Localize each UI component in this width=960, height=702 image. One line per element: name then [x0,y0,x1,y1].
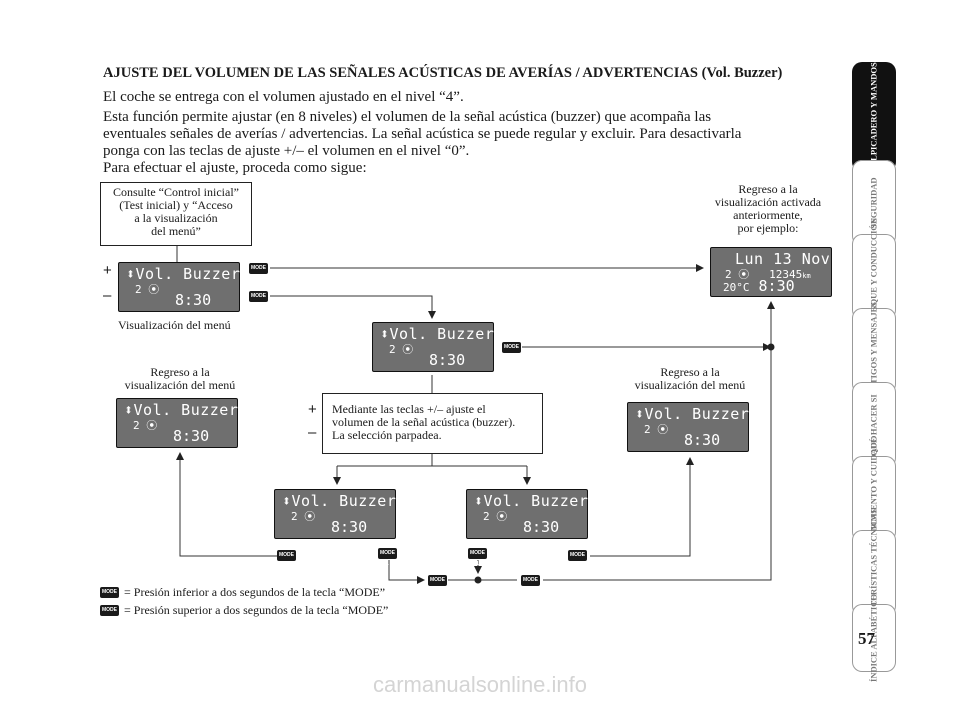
paragraph-line: eventuales señales de averías / adverten… [103,126,742,142]
box-line: volumen de la señal acústica (buzzer). [332,415,516,429]
lcd-line1: ⬍Vol. Buzzer 4 [126,265,260,283]
mode1-button-icon: MODE 1 [378,548,397,567]
lcd-temp-time-row: 20°C 8:30 [723,277,795,295]
mode1-legend-icon: MODE 1 [100,587,119,606]
caption-line: Regreso a la [738,182,798,196]
box-line: del menú” [151,224,201,238]
plus-key-label: + [308,401,317,418]
lcd-line2: 2 ⦿ [644,423,669,436]
tab-arranque[interactable]: ARRANQUE Y CONDUCCIÓN [852,218,896,336]
return-menu-caption-left: Regreso a la visualización del menú [112,366,248,392]
paragraph-line: ponga con las teclas de ajuste +/– el vo… [103,143,470,159]
box-line: Consulte “Control inicial” [113,185,239,199]
lcd-time: 8:30 [684,431,721,449]
caption-line: Regreso a la [660,365,720,379]
legend-mode2: = Presión superior a dos segundos de la … [124,603,389,617]
caption-line: Regreso a la [150,365,210,379]
return-menu-caption-right: Regreso a la visualización del menú [622,366,758,392]
lcd-line1: ⬍Vol. Buzzer 1 [124,401,258,419]
box-line: La selección parpadea. [332,428,442,442]
lcd-line2: 2 ⦿ [135,283,160,296]
plus-key-label: + [103,262,112,279]
lcd-time: 8:30 [523,518,560,536]
return-previous-caption: Regreso a la visualización activada ante… [700,183,836,235]
adjust-instruction-box: Mediante las teclas +/– ajuste el volume… [322,393,543,454]
lcd-time: 8:30 [331,518,368,536]
lcd-menu-display: ⬍Vol. Buzzer 4 2 ⦿ 8:30 [118,262,259,312]
minus-key-label: – [308,424,317,441]
lcd-line2: 2 ⦿ [483,510,508,523]
legend-mode1: = Presión inferior a dos segundos de la … [124,585,386,599]
caption-line: visualización activada [714,195,822,209]
paragraph-line: El coche se entrega con el volumen ajust… [103,89,464,105]
tab-seguridad[interactable]: SEGURIDAD [852,160,896,246]
mode1-button-icon: MODE 1 [568,550,587,569]
caption-line: visualización del menú [124,378,236,392]
lcd-time: 8:30 [429,351,466,369]
mode2-button-icon: MODE 2 [521,575,540,594]
mode1-button-icon: MODE 1 [277,550,296,569]
mode2-legend-icon: MODE 2 [100,605,119,624]
lcd-line2: 2 ⦿ [291,510,316,523]
paragraph-line: Esta función permite ajustar (en 8 nivel… [103,109,712,125]
lcd-saved-level-5: ⬍Vol. Buzzer 5 2 ⦿ 8:30 [627,402,768,452]
paragraph-line: Para efectuar el ajuste, proceda como si… [103,160,367,176]
page-number: 57 [858,629,875,648]
lcd-time: 8:30 [175,291,212,309]
caption-line: anteriormente, [733,208,803,222]
tab-salpicadero[interactable]: SALPICADERO Y MANDOS [852,62,896,172]
lcd-line1: ⬍Vol. Buzzer 5 [635,405,769,423]
tab-que-hacer[interactable]: QUÉ HACER SI [852,382,896,468]
watermark: carmanualsonline.info [372,672,588,697]
lcd-odometer-row: 2 ⦿ 12345km [725,268,811,281]
lcd-line2: 2 ⦿ [389,343,414,356]
caption-line: por ejemplo: [737,221,799,235]
mode1-button-icon: MODE 1 [249,291,268,310]
lcd-saved-level-1: ⬍Vol. Buzzer 1 2 ⦿ 8:30 [116,398,257,448]
mode2-button-icon: MODE 2 [502,342,521,361]
box-line: Mediante las teclas +/– ajuste el [332,402,486,416]
lcd-date: Lun 13 Nov [735,250,831,268]
mode2-button-icon: MODE 2 [249,263,268,282]
box-line: (Test inicial) y “Acceso [119,198,233,212]
mode2-button-icon: MODE 2 [428,575,447,594]
tab-testigos[interactable]: TESTIGOS Y MENSAJES [852,302,896,400]
mode1-button-icon: MODE 1 [468,548,487,567]
tab-mantenimiento[interactable]: MANTENIMIENTO Y CUIDADO [852,436,896,562]
tab-caracteristicas[interactable]: CARACTERÍSTICAS TÉCNICAS [852,509,896,637]
menu-caption: Visualización del menú [118,318,231,332]
lcd-time: 8:30 [173,427,210,445]
box-line: a la visualización [134,211,218,225]
lcd-previous-display: Lun 13 Nov 2 ⦿ 12345km 20°C 8:30 [710,247,832,297]
lcd-line2: 2 ⦿ [133,419,158,432]
section-title: AJUSTE DEL VOLUMEN DE LAS SEÑALES ACÚSTI… [103,65,783,81]
caption-line: visualización del menú [634,378,746,392]
minus-key-label: – [103,287,112,304]
tab-indice[interactable]: ÍNDICE ALFABÉTICO [852,594,896,682]
start-instruction-box: Consulte “Control inicial” (Test inicial… [100,182,252,246]
